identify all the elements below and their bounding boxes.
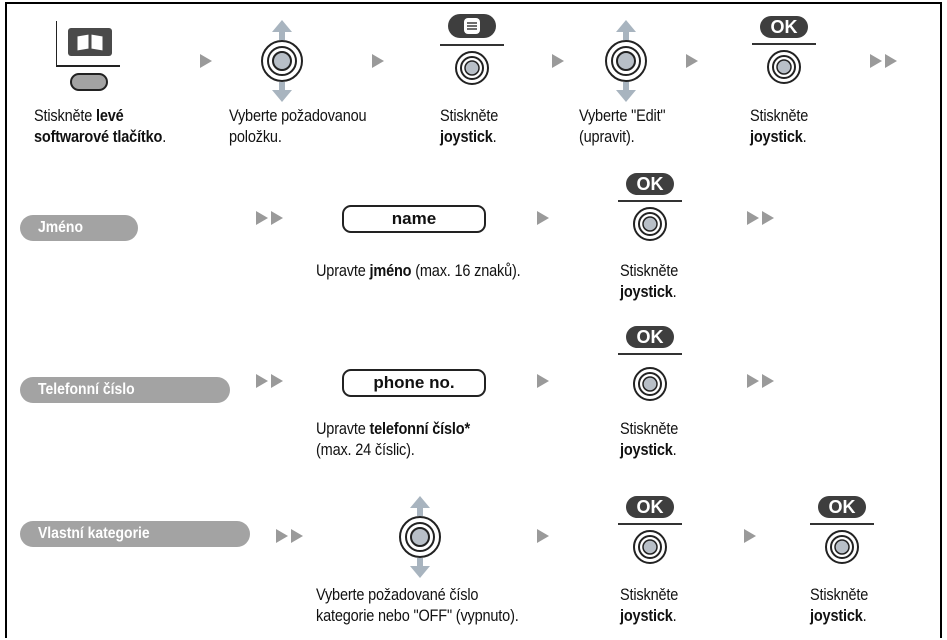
ok-key-icon: OK	[760, 16, 808, 38]
divider-line	[618, 353, 682, 355]
divider-line	[752, 43, 816, 45]
joystick-press-icon	[632, 366, 668, 407]
ok-key-icon: OK	[626, 173, 674, 195]
arrow-right-icon	[744, 529, 756, 543]
joystick-updown-icon	[398, 496, 442, 578]
pill-jmeno: Jméno	[20, 215, 138, 241]
phone-field: phone no.	[342, 369, 486, 397]
arrow-right-icon	[686, 54, 698, 68]
joystick-press-icon	[766, 49, 802, 90]
joystick-press-icon	[632, 529, 668, 570]
arrow-right-icon	[537, 211, 549, 225]
ok-key-icon: OK	[626, 496, 674, 518]
arrow-right-icon	[537, 374, 549, 388]
phone-desc: Upravte telefonní číslo* (max. 24 číslic…	[316, 420, 470, 459]
name-desc: Upravte jméno (max. 16 znaků).	[316, 262, 521, 280]
arrow-right-icon	[200, 54, 212, 68]
arrow-right-icon	[372, 54, 384, 68]
ok-key-icon: OK	[626, 326, 674, 348]
joystick-press-icon	[824, 529, 860, 570]
joystick-press-icon	[632, 206, 668, 247]
phonebook-icon	[55, 20, 120, 70]
divider-line	[810, 523, 874, 525]
ok-joystick-group: OK	[752, 16, 816, 100]
joystick-updown-icon	[604, 20, 648, 102]
joystick-press-icon	[454, 50, 490, 91]
ok-key-icon: OK	[818, 496, 866, 518]
pill-telefonni-cislo: Telefonní číslo	[20, 377, 230, 403]
arrow-right-icon	[537, 529, 549, 543]
menu-joystick-group	[440, 14, 504, 98]
phonebook-softkey-group	[55, 20, 120, 92]
ok-joystick-group: OK	[810, 496, 874, 580]
divider-line	[618, 523, 682, 525]
step4-text: Vyberte "Edit"(upravit).	[579, 107, 666, 146]
divider-line	[440, 44, 504, 46]
ok-joystick-group: OK	[618, 326, 682, 410]
ok-joystick-group: OK	[618, 173, 682, 257]
name-field: name	[342, 205, 486, 233]
joystick-updown-icon	[260, 20, 304, 102]
arrow-right-icon	[552, 54, 564, 68]
pill-vlastni-kategorie: Vlastní kategorie	[20, 521, 250, 547]
divider-line	[618, 200, 682, 202]
ok-joystick-group: OK	[618, 496, 682, 580]
diagram-frame	[5, 2, 942, 638]
menu-key-icon	[448, 14, 496, 38]
step1-text: Stiskněte levé softwarové tlačítko.	[34, 107, 167, 146]
soft-key-icon	[70, 73, 108, 91]
